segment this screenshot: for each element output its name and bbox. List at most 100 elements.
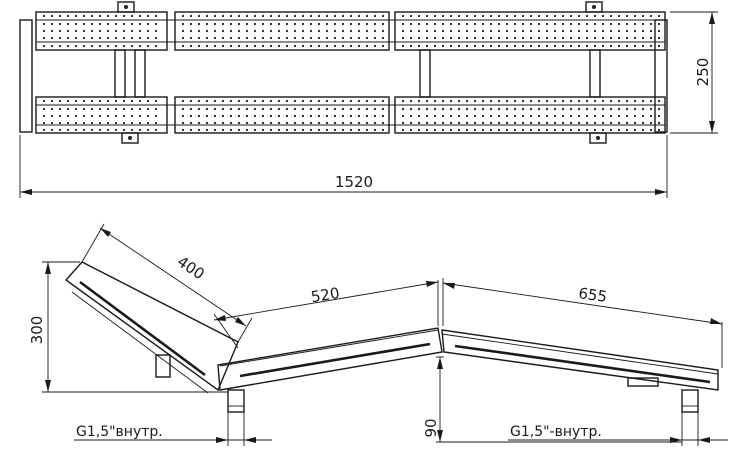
perforation-hole bbox=[325, 22, 329, 26]
perforation-hole bbox=[465, 114, 469, 118]
perforation-hole bbox=[277, 14, 281, 18]
perforation-hole bbox=[585, 128, 589, 132]
perforation-hole bbox=[489, 44, 493, 48]
perforation-hole bbox=[569, 14, 573, 18]
perforation-hole bbox=[457, 22, 461, 26]
perforation-hole bbox=[657, 121, 661, 125]
perforation-hole bbox=[617, 22, 621, 26]
perforation-hole bbox=[90, 128, 94, 132]
perforation-hole bbox=[373, 128, 377, 132]
perforation-hole bbox=[357, 121, 361, 125]
perforation-hole bbox=[58, 99, 62, 103]
perforation-hole bbox=[649, 36, 653, 40]
perforation-hole bbox=[301, 107, 305, 111]
perforation-hole bbox=[122, 44, 126, 48]
perforation-hole bbox=[42, 114, 46, 118]
perforation-hole bbox=[90, 29, 94, 33]
perforation-hole bbox=[569, 114, 573, 118]
perforation-hole bbox=[457, 29, 461, 33]
perforation-hole bbox=[74, 99, 78, 103]
perforation-hole bbox=[441, 114, 445, 118]
perforation-hole bbox=[561, 107, 565, 111]
perforation-hole bbox=[309, 36, 313, 40]
perforation-hole bbox=[625, 121, 629, 125]
perforation-hole bbox=[138, 36, 142, 40]
perforation-hole bbox=[189, 128, 193, 132]
perforation-hole bbox=[625, 128, 629, 132]
perforation-hole bbox=[593, 44, 597, 48]
perforation-hole bbox=[205, 44, 209, 48]
perforation-hole bbox=[309, 107, 313, 111]
perforation-hole bbox=[106, 128, 110, 132]
perforation-hole bbox=[381, 22, 385, 26]
perforation-hole bbox=[213, 107, 217, 111]
perforation-hole bbox=[365, 121, 369, 125]
perforation-hole bbox=[309, 99, 313, 103]
perforation-hole bbox=[649, 121, 653, 125]
perforation-hole bbox=[301, 121, 305, 125]
perforation-hole bbox=[58, 29, 62, 33]
perforation-hole bbox=[245, 121, 249, 125]
perforation-hole bbox=[205, 14, 209, 18]
perforation-hole bbox=[138, 22, 142, 26]
perforation-hole bbox=[237, 14, 241, 18]
perforation-hole bbox=[545, 22, 549, 26]
perforation-hole bbox=[365, 114, 369, 118]
perforation-hole bbox=[341, 99, 345, 103]
perforation-hole bbox=[481, 44, 485, 48]
cross-bar-1 bbox=[114, 49, 126, 98]
perforation-hole bbox=[229, 22, 233, 26]
perforation-hole bbox=[245, 29, 249, 33]
perforation-hole bbox=[657, 36, 661, 40]
perforation-hole bbox=[341, 121, 345, 125]
perforation-hole bbox=[229, 29, 233, 33]
perforation-hole bbox=[641, 121, 645, 125]
perforation-hole bbox=[553, 44, 557, 48]
perforation-hole bbox=[301, 114, 305, 118]
perforation-hole bbox=[473, 44, 477, 48]
perforation-hole bbox=[365, 14, 369, 18]
perforation-hole bbox=[373, 14, 377, 18]
perforation-hole bbox=[609, 107, 613, 111]
perforation-hole bbox=[357, 36, 361, 40]
perforation-hole bbox=[189, 44, 193, 48]
perforation-hole bbox=[433, 29, 437, 33]
perforation-hole bbox=[569, 36, 573, 40]
perforation-hole bbox=[373, 114, 377, 118]
perforation-hole bbox=[130, 99, 134, 103]
perforation-hole bbox=[301, 128, 305, 132]
perforation-hole bbox=[277, 114, 281, 118]
perforation-hole bbox=[90, 14, 94, 18]
perforation-hole bbox=[513, 107, 517, 111]
perforation-hole bbox=[585, 22, 589, 26]
perforation-hole bbox=[521, 14, 525, 18]
perforation-hole bbox=[657, 128, 661, 132]
perforation-hole bbox=[213, 36, 217, 40]
perforation-hole bbox=[465, 99, 469, 103]
perforation-hole bbox=[373, 36, 377, 40]
perforation-hole bbox=[106, 114, 110, 118]
perforation-hole bbox=[357, 128, 361, 132]
perforation-hole bbox=[42, 29, 46, 33]
perforation-hole bbox=[441, 36, 445, 40]
perforation-hole bbox=[269, 128, 273, 132]
perforation-hole bbox=[601, 44, 605, 48]
perforation-hole bbox=[349, 128, 353, 132]
perforation-hole bbox=[489, 14, 493, 18]
perforation-hole bbox=[633, 36, 637, 40]
perforation-hole bbox=[197, 121, 201, 125]
perforation-hole bbox=[409, 99, 413, 103]
perforation-hole bbox=[425, 29, 429, 33]
perforation-hole bbox=[341, 29, 345, 33]
perforation-hole bbox=[357, 29, 361, 33]
perforation-hole bbox=[617, 36, 621, 40]
perforation-hole bbox=[633, 44, 637, 48]
perforation-hole bbox=[42, 22, 46, 26]
perforation-hole bbox=[90, 36, 94, 40]
right-leg bbox=[681, 389, 699, 413]
perforation-hole bbox=[98, 29, 102, 33]
perforation-hole bbox=[489, 121, 493, 125]
perforation-hole bbox=[577, 22, 581, 26]
perforation-hole bbox=[114, 128, 118, 132]
perforation-hole bbox=[130, 22, 134, 26]
